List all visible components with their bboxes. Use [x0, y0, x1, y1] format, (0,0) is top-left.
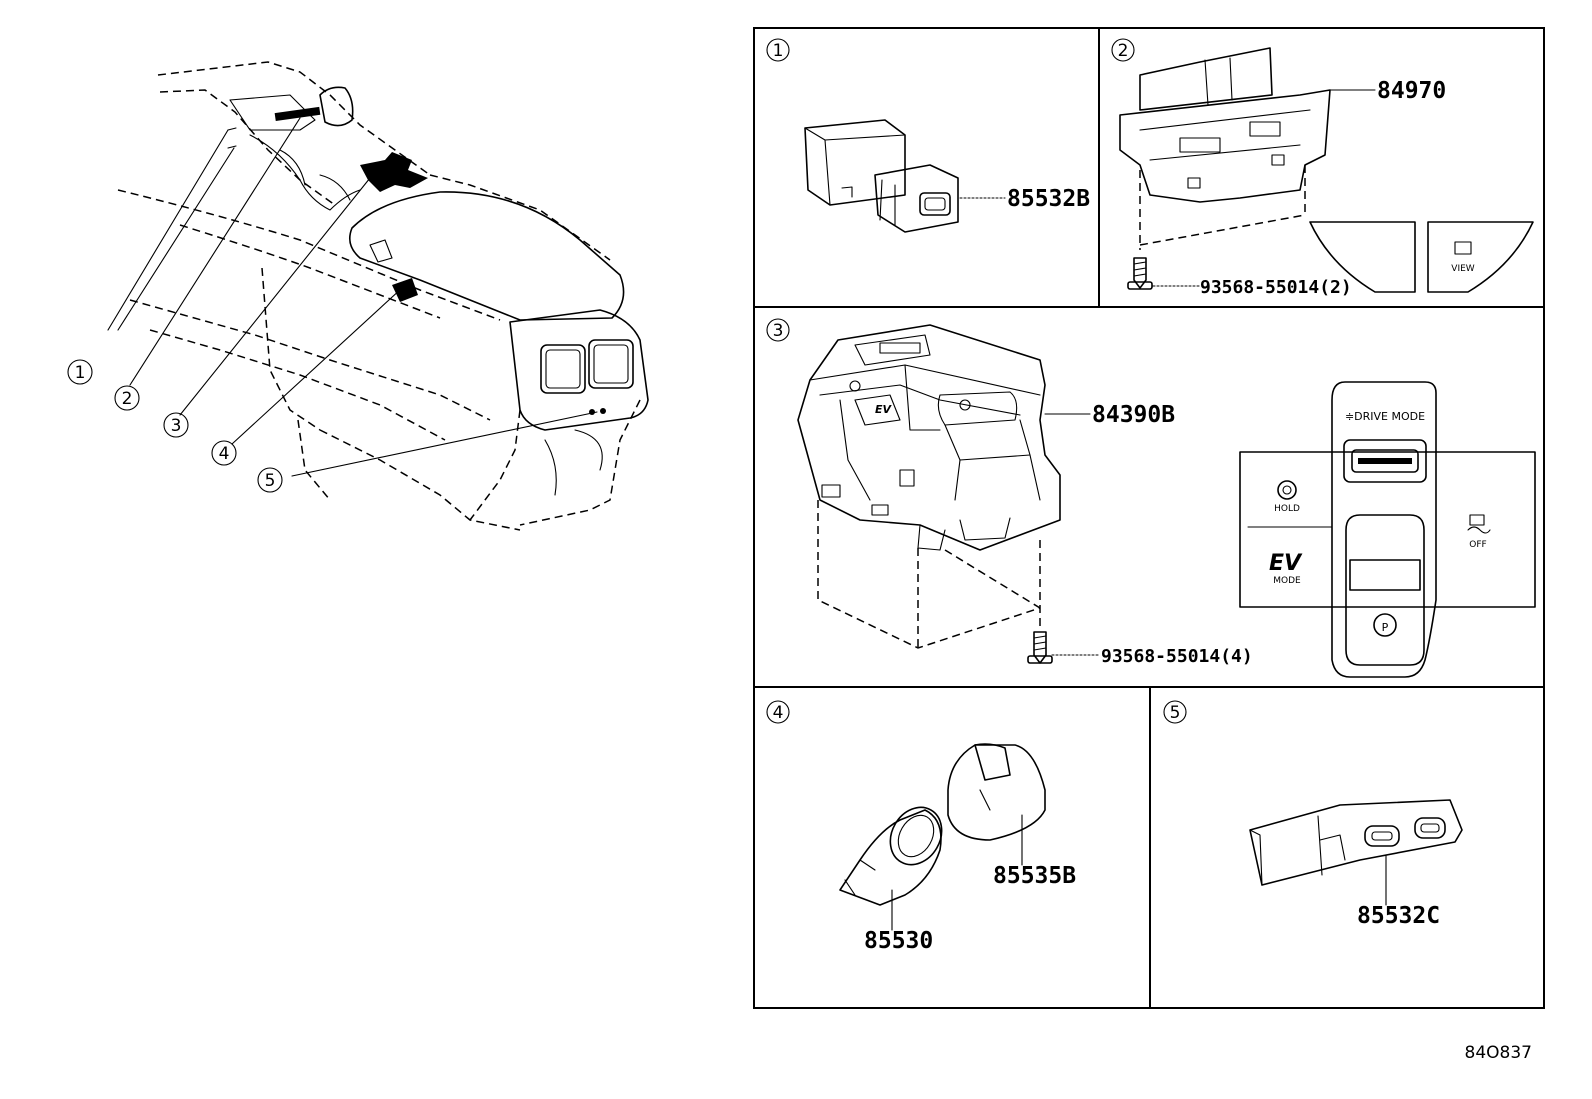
panel-1: 1 85532B	[766, 38, 1090, 233]
off-label: OFF	[1469, 540, 1486, 550]
panel-2-number: 2	[1111, 38, 1135, 62]
drive-control-face-detail: ≑DRIVE MODE HOLD EV MODE OFF	[1239, 381, 1536, 678]
callout-1[interactable]: 1	[67, 359, 93, 385]
panel-2: 2 84970 93568-55014(2)	[1111, 38, 1534, 298]
panel-3: 3 EV 84390B	[766, 318, 1536, 678]
panel-5: 5 85532C	[1163, 700, 1463, 929]
panel-5-number: 5	[1163, 700, 1187, 724]
view-label: VIEW	[1451, 264, 1474, 274]
power-outlet-illustration	[839, 743, 1046, 906]
svg-text:1: 1	[75, 363, 86, 383]
svg-text:1: 1	[773, 41, 784, 61]
panel-4: 4 85535B 85530	[766, 700, 1076, 954]
svg-text:3: 3	[773, 321, 784, 341]
ev-mode-button[interactable]: EV MODE	[1269, 551, 1303, 586]
usb-port-85532b-illustration	[804, 119, 959, 233]
part-number-93568-55014-4[interactable]: 93568-55014(4)	[1101, 646, 1253, 667]
ev-label: EV	[1269, 551, 1303, 576]
svg-text:3: 3	[171, 416, 182, 436]
traction-control-icon	[1469, 514, 1485, 526]
part-number-85532c[interactable]: 85532C	[1357, 903, 1440, 929]
callout-2[interactable]: 2	[114, 385, 140, 411]
callout-4[interactable]: 4	[211, 440, 237, 466]
svg-text:2: 2	[122, 389, 133, 409]
svg-text:2: 2	[1118, 41, 1129, 61]
hold-button[interactable]: HOLD	[1274, 480, 1300, 514]
screw-icon-2	[1027, 631, 1053, 664]
ev-mode-label: MODE	[1273, 576, 1301, 586]
panel-3-number: 3	[766, 318, 790, 342]
svg-text:5: 5	[1170, 703, 1181, 723]
console-overview-illustration: 1 2 3 4 5	[67, 61, 649, 531]
part-number-84390b[interactable]: 84390B	[1092, 402, 1175, 428]
svg-text:4: 4	[773, 703, 784, 723]
part-number-85535b[interactable]: 85535B	[993, 863, 1076, 889]
part-number-84970[interactable]: 84970	[1377, 78, 1446, 104]
park-label: P	[1382, 621, 1389, 634]
usb-port-85532c-illustration	[1249, 799, 1463, 886]
parking-brake-button[interactable]: P	[1373, 613, 1397, 637]
screw-icon	[1127, 257, 1153, 290]
part-number-93568-55014-2[interactable]: 93568-55014(2)	[1200, 277, 1352, 298]
hold-label: HOLD	[1274, 504, 1300, 514]
svg-text:4: 4	[219, 444, 230, 464]
switch-84390b-illustration: EV	[797, 324, 1061, 551]
switch-face-detail: VIEW	[1309, 221, 1534, 293]
callout-5[interactable]: 5	[257, 467, 283, 493]
drive-mode-label: ≑DRIVE MODE	[1345, 410, 1425, 423]
part-number-85530[interactable]: 85530	[864, 928, 933, 954]
svg-text:5: 5	[265, 471, 276, 491]
callout-3[interactable]: 3	[163, 412, 189, 438]
traction-off-button[interactable]: OFF	[1467, 514, 1491, 550]
view-camera-icon	[1454, 241, 1472, 255]
svg-text:EV: EV	[875, 403, 893, 416]
part-number-85532b[interactable]: 85532B	[1007, 186, 1090, 212]
panel-1-number: 1	[766, 38, 790, 62]
illustration-code: 84O837	[1465, 1043, 1532, 1063]
switch-84970-illustration	[1119, 47, 1331, 203]
parts-grid	[753, 27, 1545, 1009]
panel-4-number: 4	[766, 700, 790, 724]
